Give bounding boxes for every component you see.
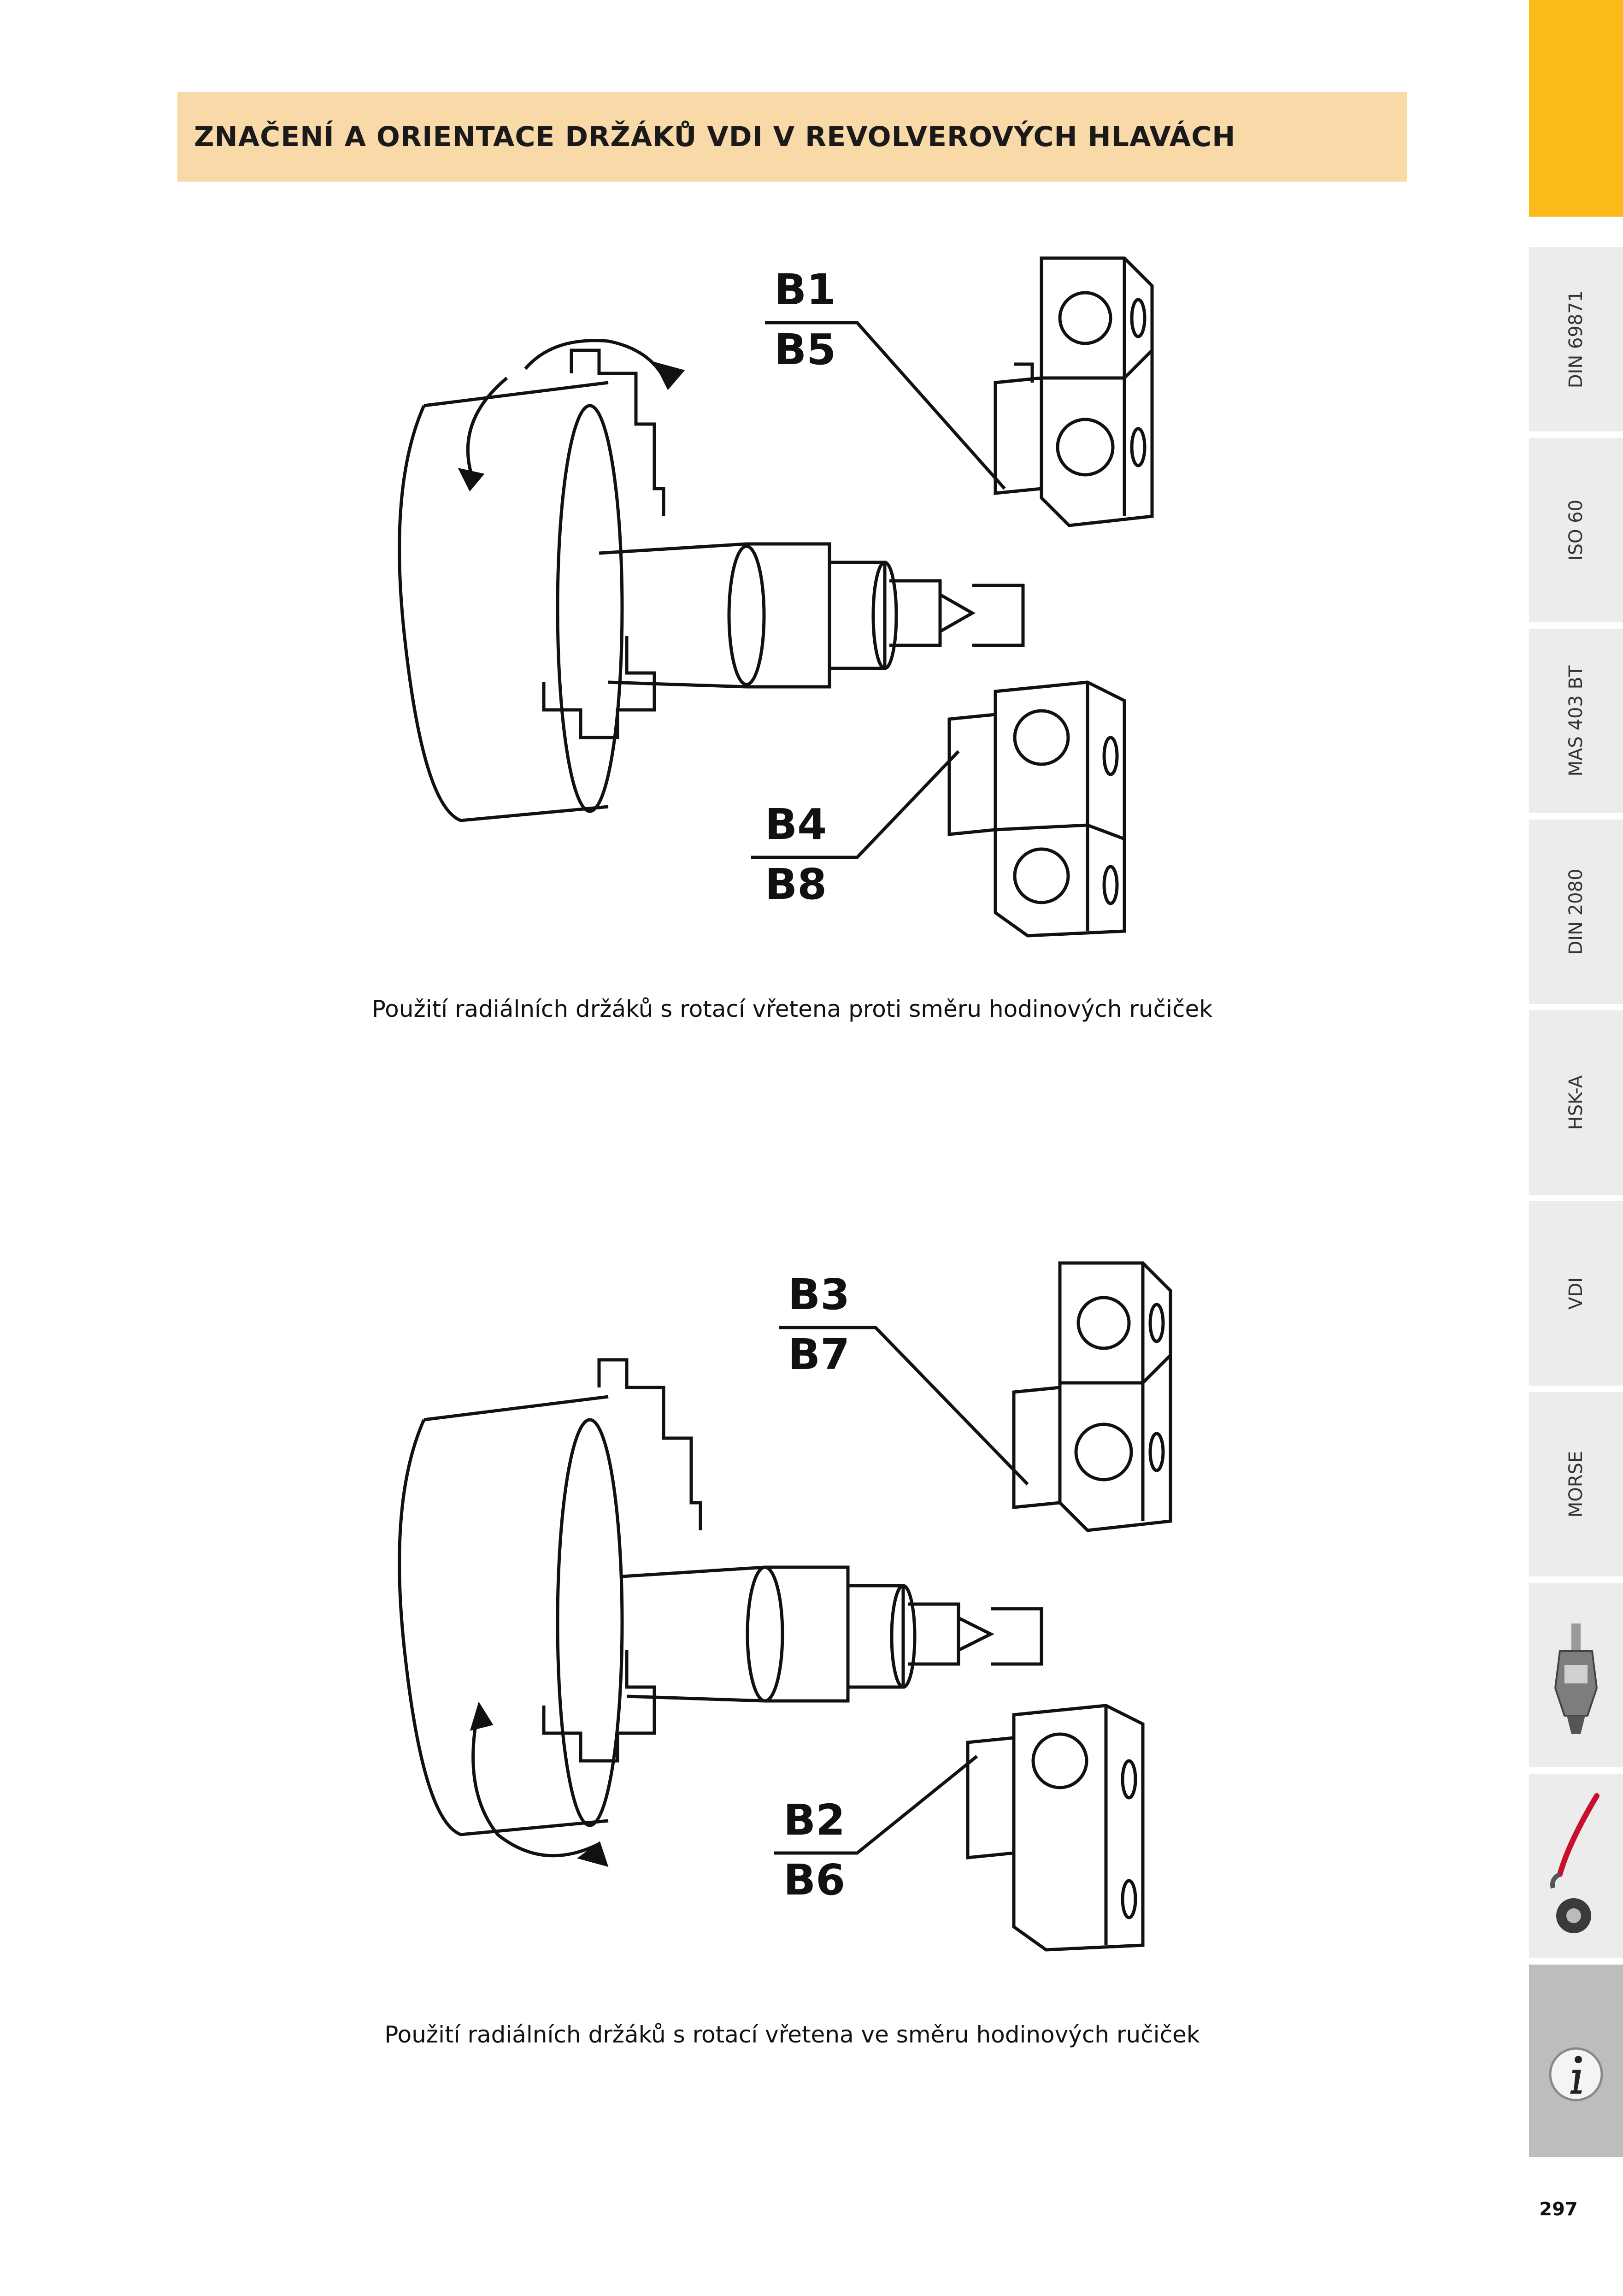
tab-vdi[interactable]: VDI	[1529, 1198, 1623, 1386]
label-lower-bottom: B6	[783, 1855, 845, 1905]
tab-din-2080[interactable]: DIN 2080	[1529, 817, 1623, 1004]
tab-drill-chuck[interactable]	[1529, 1580, 1623, 1767]
label-upper-top: B1	[774, 265, 836, 314]
caption-clockwise: Použití radiálních držáků s rotací vřete…	[384, 2021, 1200, 2048]
tab-din-69871[interactable]: DIN 69871	[1529, 244, 1623, 431]
label-lower-bottom: B8	[765, 860, 827, 909]
section-title-bar: ZNAČENÍ A ORIENTACE DRŽÁKŮ VDI V REVOLVE…	[177, 92, 1407, 182]
info-icon	[1549, 2047, 1603, 2101]
diagram-counterclockwise: B1 B5 B4 B8	[369, 230, 1198, 968]
lathe-diagram-2: B3 B7 B2 B6	[398, 1261, 1172, 1952]
tab-label: DIN 2080	[1565, 868, 1587, 955]
tab-label: MORSE	[1565, 1451, 1587, 1518]
tab-iso-60[interactable]: ISO 60	[1529, 435, 1623, 622]
tab-wrench-nut[interactable]	[1529, 1771, 1623, 1958]
tab-label: VDI	[1565, 1277, 1587, 1310]
tab-label: MAS 403 BT	[1565, 665, 1587, 777]
tab-mas-403-bt[interactable]: MAS 403 BT	[1529, 626, 1623, 813]
label-upper-top: B3	[788, 1270, 850, 1319]
label-lower-top: B4	[765, 800, 827, 849]
tab-label: ISO 60	[1565, 499, 1587, 561]
lathe-diagram-1: B1 B5 B4 B8	[398, 256, 1154, 938]
sidebar-accent-block	[1529, 0, 1623, 217]
wrench-nut-icon	[1550, 1793, 1599, 1933]
drill-chuck-icon	[1554, 1623, 1598, 1734]
page-number: 297	[1539, 2199, 1578, 2220]
diagram-clockwise: B3 B7 B2 B6	[369, 1245, 1198, 1982]
label-lower-top: B2	[783, 1795, 845, 1845]
tab-label: HSK-A	[1565, 1075, 1587, 1130]
tab-hsk-a[interactable]: HSK-A	[1529, 1008, 1623, 1195]
tab-info[interactable]	[1529, 1962, 1623, 2157]
tab-label: DIN 69871	[1565, 290, 1587, 389]
tab-morse[interactable]: MORSE	[1529, 1389, 1623, 1576]
label-upper-bottom: B5	[774, 325, 836, 374]
caption-counterclockwise: Použití radiálních držáků s rotací vřete…	[371, 996, 1213, 1022]
page-title: ZNAČENÍ A ORIENTACE DRŽÁKŮ VDI V REVOLVE…	[194, 121, 1236, 153]
label-upper-bottom: B7	[788, 1330, 850, 1379]
section-sidebar: DIN 69871 ISO 60 MAS 403 BT DIN 2080 HSK…	[1529, 0, 1623, 2157]
